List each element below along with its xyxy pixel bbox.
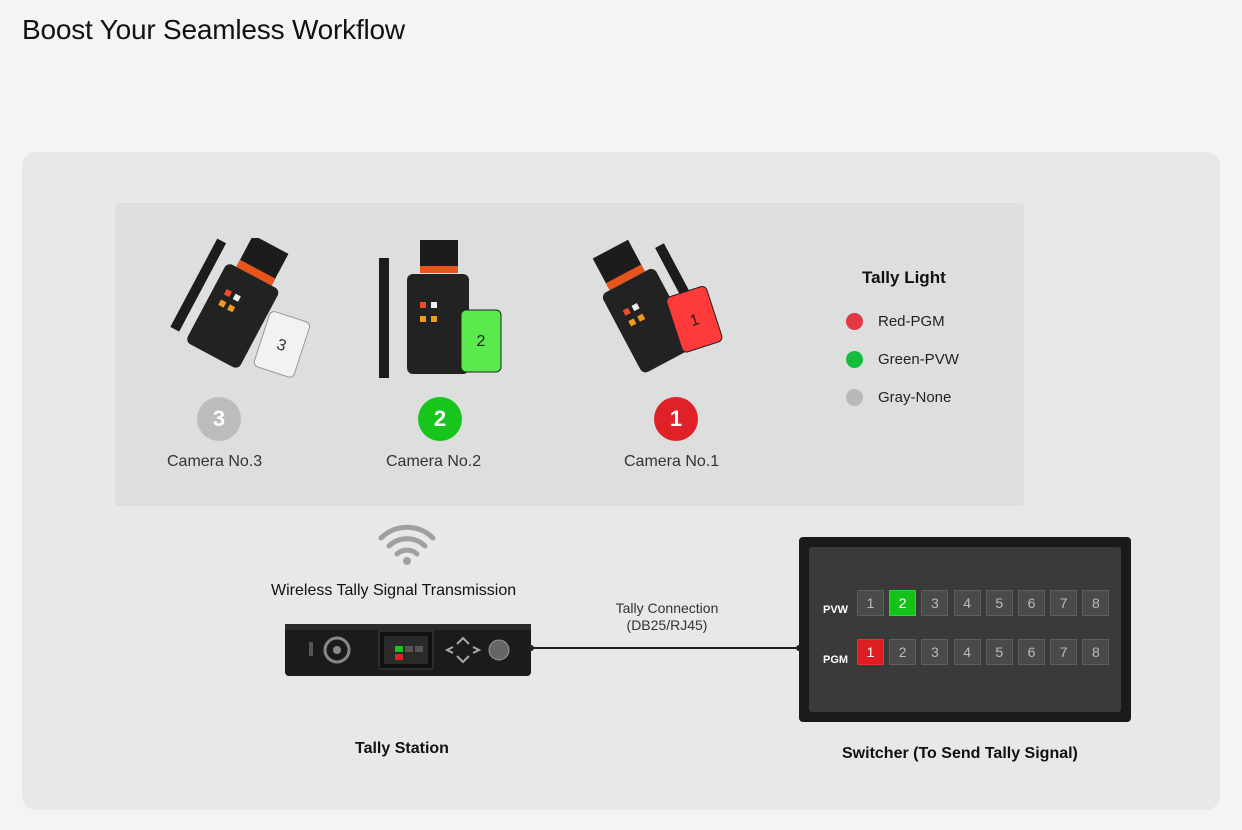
- connection-line: [531, 647, 799, 649]
- pvw-button-1[interactable]: 1: [857, 590, 884, 616]
- tally-badge-2: 2: [418, 397, 462, 441]
- legend-item-green: Green-PVW: [846, 349, 959, 369]
- wifi-icon: [378, 524, 436, 565]
- pgm-button-3[interactable]: 3: [921, 639, 949, 665]
- pvw-row-label: PVW: [823, 604, 849, 616]
- page-title: Boost Your Seamless Workflow: [22, 14, 405, 45]
- camera-label: Camera No.3: [167, 453, 263, 470]
- connection-endpoint: [528, 645, 534, 651]
- pgm-button-7[interactable]: 7: [1050, 639, 1078, 665]
- green-dot-icon: [846, 350, 863, 368]
- legend-label: Gray-None: [878, 388, 952, 406]
- legend-label: Green-PVW: [878, 350, 959, 368]
- pgm-button-5[interactable]: 5: [985, 639, 1013, 665]
- tally-station-label: Tally Station: [355, 740, 449, 757]
- pvw-button-3[interactable]: 3: [921, 590, 949, 616]
- legend-item-red: Red-PGM: [846, 311, 945, 331]
- pvw-button-2[interactable]: 2: [889, 590, 917, 616]
- connection-label-line1: Tally Connection: [615, 600, 719, 616]
- tally-badge-3: 3: [197, 397, 241, 441]
- pvw-button-4[interactable]: 4: [953, 590, 981, 616]
- red-dot-icon: [846, 312, 863, 330]
- pvw-button-7[interactable]: 7: [1050, 590, 1078, 616]
- pgm-button-2[interactable]: 2: [889, 639, 917, 665]
- pvw-button-6[interactable]: 6: [1018, 590, 1045, 616]
- pgm-button-4[interactable]: 4: [953, 639, 981, 665]
- tally-badge-1: 1: [654, 397, 698, 441]
- gray-dot-icon: [846, 388, 863, 406]
- connection-label: Tally Connection (DB25/RJ45): [596, 600, 738, 634]
- svg-text:2: 2: [477, 333, 486, 350]
- pgm-button-6[interactable]: 6: [1018, 639, 1045, 665]
- legend-item-gray: Gray-None: [846, 387, 951, 407]
- pgm-button-1[interactable]: 1: [857, 639, 884, 665]
- connection-label-line2: (DB25/RJ45): [626, 617, 708, 633]
- tally-station-device-image: [285, 624, 531, 676]
- camera-device-image: 2: [379, 240, 502, 378]
- camera-device-image: 1: [592, 239, 723, 373]
- pgm-button-8[interactable]: 8: [1082, 639, 1110, 665]
- pvw-button-5[interactable]: 5: [985, 590, 1013, 616]
- wireless-transmission-label: Wireless Tally Signal Transmission: [271, 582, 517, 599]
- camera-label: Camera No.1: [624, 453, 720, 470]
- camera-device-image: 3: [170, 238, 311, 378]
- switcher-label: Switcher (To Send Tally Signal): [842, 745, 1078, 762]
- pgm-row-label: PGM: [823, 654, 849, 666]
- legend-title: Tally Light: [862, 268, 946, 287]
- pvw-button-8[interactable]: 8: [1082, 590, 1110, 616]
- legend-label: Red-PGM: [878, 312, 945, 330]
- camera-label: Camera No.2: [386, 453, 482, 470]
